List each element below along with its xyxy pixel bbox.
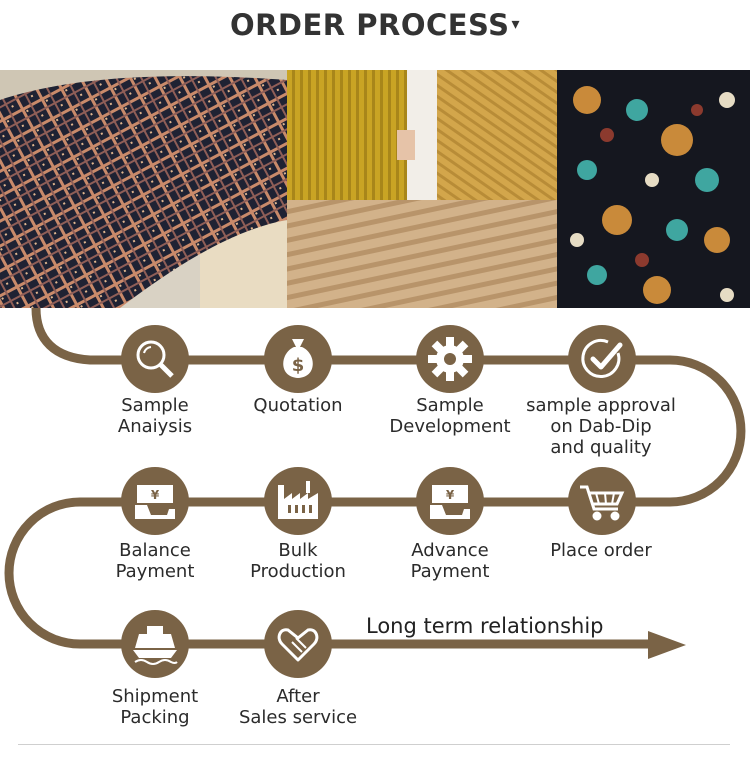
- label-line: Sample: [121, 395, 189, 416]
- step-label-place-order: Place order: [531, 540, 671, 561]
- place-order-icon-group: [568, 467, 636, 535]
- money-bag-icon: $: [283, 339, 313, 378]
- sample-development-icon-group: [416, 325, 484, 393]
- label-line: Shipment: [111, 686, 199, 707]
- bottom-divider: [18, 744, 730, 745]
- label-line: Packing: [120, 707, 190, 728]
- step-label-sample-approval: sample approval on Dab-Dip and quality: [511, 395, 691, 458]
- step-label-sample-development: Sample Development: [380, 395, 520, 437]
- label-line: Development: [389, 416, 511, 437]
- step-label-bulk-production: Bulk Production: [233, 540, 363, 582]
- ship-icon: [133, 626, 178, 665]
- step-label-balance-payment: Balance Payment: [100, 540, 210, 582]
- label-line: Payment: [410, 561, 490, 582]
- svg-text:¥: ¥: [446, 488, 455, 502]
- long-term-relationship-text: Long term relationship: [366, 614, 604, 638]
- check-circle-icon: [581, 339, 623, 378]
- factory-icon: [278, 481, 318, 519]
- step-label-advance-payment: Advance Payment: [390, 540, 510, 582]
- shipment-packing-icon-group: [121, 610, 189, 678]
- payment-icon: ¥: [430, 485, 470, 519]
- label-line: Sales service: [238, 707, 358, 728]
- label-line: and quality: [550, 437, 652, 458]
- label-line: After: [276, 686, 320, 707]
- balance-payment-icon-group: ¥: [121, 467, 189, 535]
- step-label-shipment-packing: Shipment Packing: [100, 686, 210, 728]
- step-label-quotation: Quotation: [238, 395, 358, 416]
- label-line: Quotation: [253, 395, 343, 416]
- fabric-photo-strip: [0, 70, 750, 308]
- label-line: Sample: [416, 395, 484, 416]
- floral-dress-photo: [557, 70, 750, 308]
- payment-icon: ¥: [135, 485, 175, 519]
- label-line: Advance: [411, 540, 489, 561]
- label-line: Production: [250, 561, 346, 582]
- label-line: sample approval: [526, 395, 676, 416]
- page-title: ORDER PROCESS▾: [0, 8, 750, 42]
- step-circle: [121, 325, 189, 393]
- bulk-production-icon-group: [264, 467, 332, 535]
- plaid-fabric-photo: [0, 70, 287, 308]
- magnifier-icon: [136, 340, 174, 378]
- title-marker: ▾: [511, 14, 521, 33]
- cart-icon: [580, 485, 625, 521]
- label-line: Payment: [115, 561, 195, 582]
- handshake-icon: [277, 628, 319, 662]
- label-line: Place order: [550, 540, 652, 561]
- label-line: Balance: [119, 540, 191, 561]
- label-line: Anaiysis: [117, 416, 193, 437]
- title-text: ORDER PROCESS: [229, 8, 510, 42]
- sample-analysis-icon-group: [121, 325, 189, 393]
- svg-text:$: $: [292, 355, 305, 376]
- step-label-sample-analysis: Sample Anaiysis: [105, 395, 205, 437]
- label-line: on Dab-Dip: [550, 416, 652, 437]
- corduroy-yellow-photo: [287, 70, 557, 200]
- flow-arrowhead: [648, 631, 686, 659]
- after-sales-icon-group: [264, 610, 332, 678]
- gear-icon: [428, 337, 472, 381]
- velvet-stripe-photo: [287, 200, 557, 308]
- advance-payment-icon-group: ¥: [416, 467, 484, 535]
- label-line: Bulk: [278, 540, 318, 561]
- step-label-after-sales: After Sales service: [228, 686, 368, 728]
- quotation-icon-group: $: [264, 325, 332, 393]
- sample-approval-icon-group: [568, 325, 636, 393]
- svg-text:¥: ¥: [151, 488, 160, 502]
- flow-path: [4, 307, 746, 649]
